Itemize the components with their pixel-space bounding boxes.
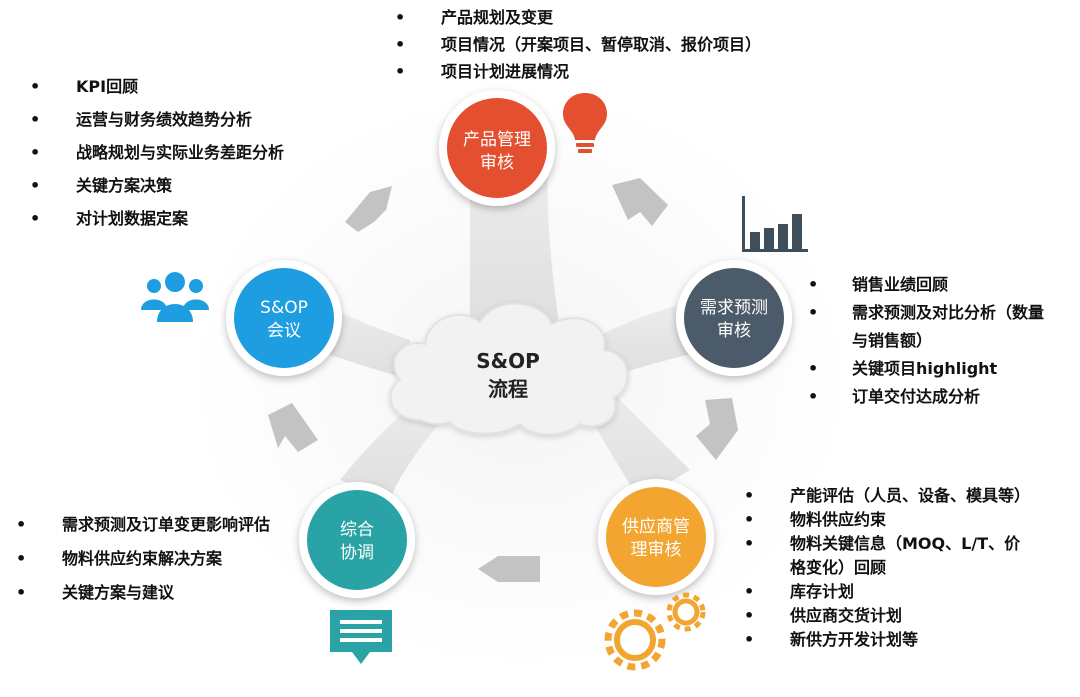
node-product-line2: 审核 [480,153,514,173]
list-item: 物料供应约束 [744,508,1030,532]
arrow-supplier-to-coordination [478,556,540,582]
list-item: 需求预测及订单变更影响评估 [16,508,287,542]
bullets-product-review: 产品规划及变更 项目情况（开案项目、暂停取消、报价项目） 项目计划进展情况 [395,4,761,85]
list-item: 销售业绩回顾 [808,271,1052,299]
list-item: 库存计划 [744,580,1030,604]
list-item: 运营与财务绩效趋势分析 [30,103,306,136]
list-item: 战略规划与实际业务差距分析 [30,136,306,169]
bullets-supplier-review: 产能评估（人员、设备、模具等） 物料供应约束 物料关键信息（MOQ、L/T、价格… [744,484,1030,652]
list-item: 产品规划及变更 [395,4,761,31]
arrow-product-to-demand [612,178,668,226]
list-item: 关键项目highlight [808,355,1052,383]
arrow-coordination-to-meeting [268,403,318,452]
node-product-review: 产品管理 审核 [439,90,555,206]
list-item: 物料供应约束解决方案 [16,542,287,576]
people-icon [141,272,209,322]
list-item: 项目计划进展情况 [395,58,761,85]
bar-chart-icon [742,196,808,252]
node-sop-meeting: S&OP 会议 [226,260,342,376]
lightbulb-icon [562,93,608,153]
node-supplier-review: 供应商管 理审核 [598,479,714,595]
node-meeting-line2: 会议 [267,321,301,341]
node-coordination-line2: 协调 [340,543,374,563]
list-item: 项目情况（开案项目、暂停取消、报价项目） [395,31,761,58]
bullets-coordination: 需求预测及订单变更影响评估 物料供应约束解决方案 关键方案与建议 [16,508,287,610]
list-item: 新供方开发计划等 [744,628,1030,652]
node-demand-line1: 需求预测 [700,298,768,318]
node-meeting-line1: S&OP [260,298,308,318]
center-cloud [389,302,629,436]
node-coordination-line1: 综合 [340,520,374,540]
list-item: 对计划数据定案 [30,202,306,235]
arrow-demand-to-supplier [696,398,738,460]
node-supplier-line1: 供应商管 [622,517,690,537]
node-demand-review: 需求预测 审核 [676,260,792,376]
flow-arrows [268,178,738,582]
list-item: 供应商交货计划 [744,604,1030,628]
list-item: KPI回顾 [30,70,306,103]
node-demand-line2: 审核 [717,321,751,341]
list-item: 订单交付达成分析 [808,383,1052,411]
list-item: 需求预测及对比分析（数量与销售额） [808,299,1052,355]
arrow-meeting-to-product [345,186,392,232]
list-item: 物料关键信息（MOQ、L/T、价格变化）回顾 [744,532,1030,580]
list-item: 产能评估（人员、设备、模具等） [744,484,1030,508]
bullets-demand-review: 销售业绩回顾 需求预测及对比分析（数量与销售额） 关键项目highlight 订… [808,271,1052,411]
node-supplier-line2: 理审核 [631,540,682,560]
gears-icon [604,592,706,671]
center-subtitle: 流程 [488,377,528,401]
list-item: 关键方案决策 [30,169,306,202]
node-coordination: 综合 协调 [299,482,415,598]
node-product-line1: 产品管理 [463,130,531,150]
bullets-sop-meeting: KPI回顾 运营与财务绩效趋势分析 战略规划与实际业务差距分析 关键方案决策 对… [30,70,306,235]
center-title: S&OP [476,349,540,373]
chat-bubble-icon [330,610,392,664]
list-item: 关键方案与建议 [16,576,287,610]
